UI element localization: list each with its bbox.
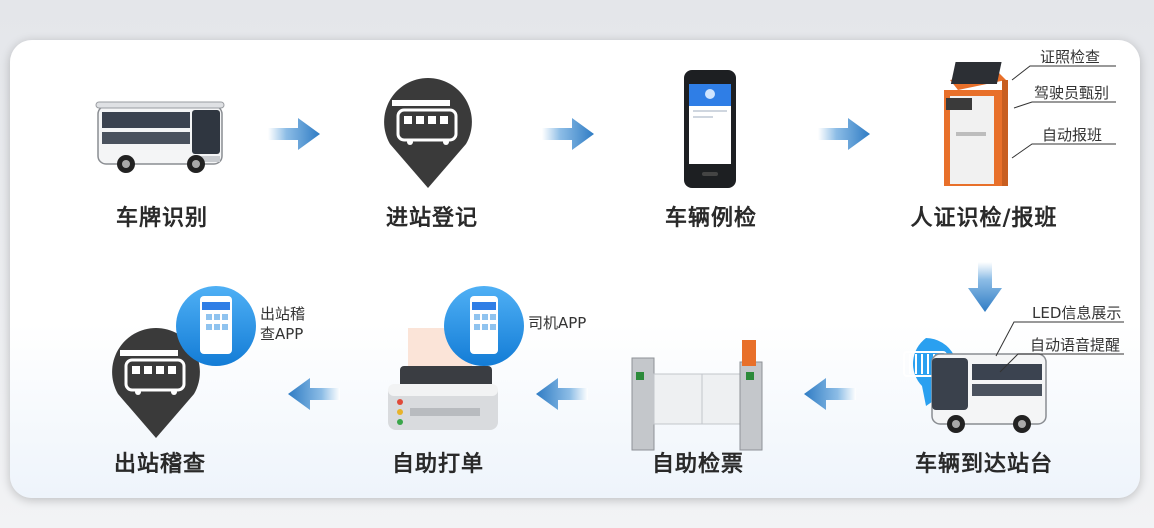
annotation-exit-app-line2: 查APP <box>260 325 304 343</box>
arrow-down-icon <box>968 262 1002 312</box>
step-label-plate-recognition: 车牌识别 <box>115 205 209 231</box>
step-label-self-ticket-check: 自助检票 <box>651 451 745 477</box>
step-label-exit-inspection: 出站稽查 <box>113 451 207 477</box>
driver-app-phone-icon <box>444 286 524 366</box>
bus-with-led-icon <box>903 338 1047 433</box>
arrival-leader-lines <box>995 321 1124 373</box>
self-service-kiosk-icon <box>944 62 1008 186</box>
annotation-voice-reminder: 自动语音提醒 <box>1030 336 1121 354</box>
step-label-vehicle-inspection: 车辆例检 <box>664 205 758 231</box>
arrow-right-icon <box>818 118 870 150</box>
annotation-driver-app: 司机APP <box>528 314 587 332</box>
arrow-right-icon <box>542 118 594 150</box>
kiosk-leader-lines <box>1011 65 1116 159</box>
step-label-entry-registration: 进站登记 <box>385 205 479 231</box>
arrow-right-icon <box>268 118 320 150</box>
bus-pin-icon <box>384 78 472 188</box>
step-label-id-check-report: 人证识检/报班 <box>910 205 1058 231</box>
handheld-terminal-icon <box>684 70 736 188</box>
ticket-gate-icon <box>631 340 763 451</box>
receipt-printer-icon <box>388 328 498 430</box>
step-label-self-print: 自助打单 <box>391 451 485 477</box>
annotation-led-display: LED信息展示 <box>1032 304 1122 322</box>
annotation-auto-report: 自动报班 <box>1042 126 1103 144</box>
arrow-left-icon <box>536 378 588 410</box>
annotation-exit-app-line1: 出站稽 <box>260 305 306 323</box>
bus-pin-icon <box>112 328 200 438</box>
arrow-left-icon <box>804 378 856 410</box>
annotation-license-check: 证照检查 <box>1040 48 1101 66</box>
annotation-driver-screening: 驾驶员甄别 <box>1034 84 1110 102</box>
exit-app-phone-icon <box>176 286 256 366</box>
arrow-left-icon <box>288 378 340 410</box>
step-label-vehicle-arrival: 车辆到达站台 <box>914 451 1054 477</box>
bus-icon <box>95 101 225 173</box>
